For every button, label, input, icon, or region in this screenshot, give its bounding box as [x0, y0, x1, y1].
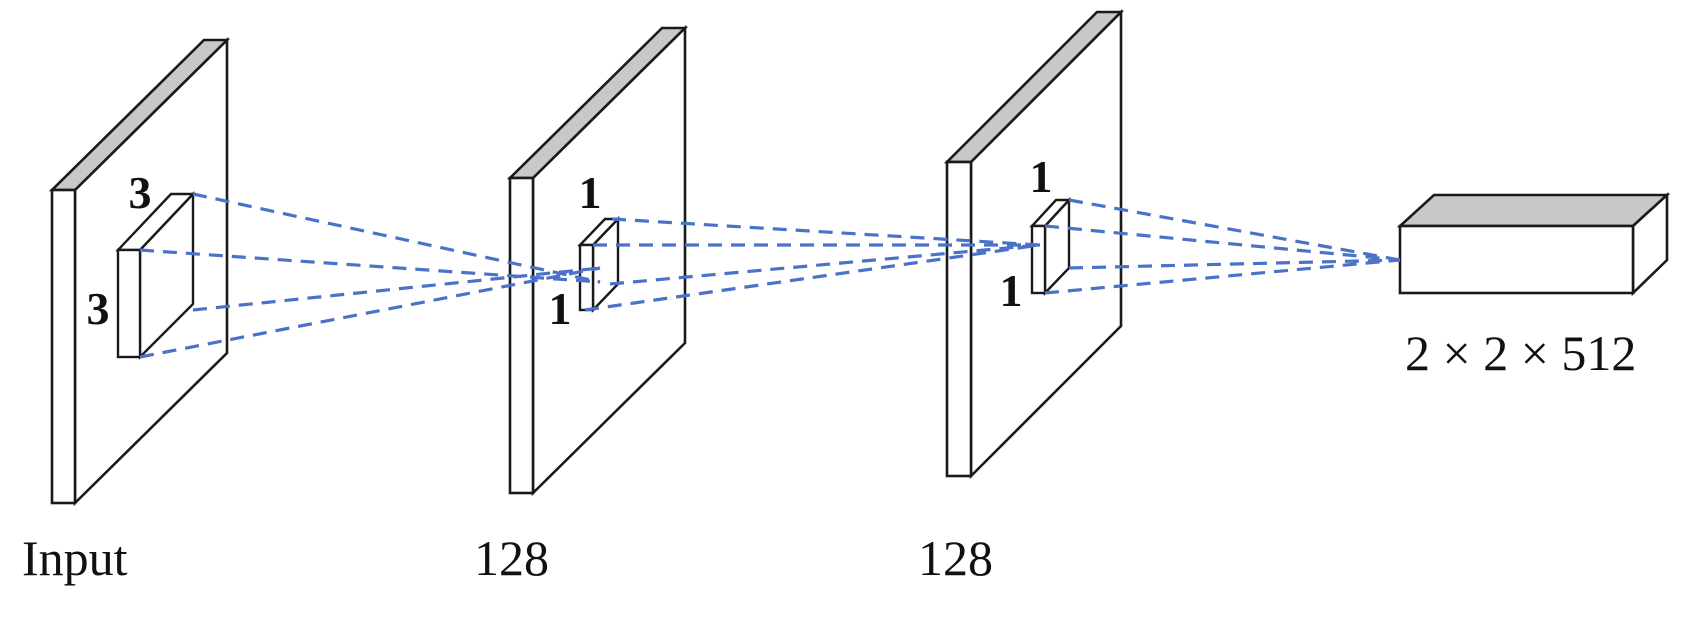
projection-lines-conv-2-to-output: [1044, 198, 1401, 295]
projection-line: [139, 248, 601, 284]
conv-2-kernel-side-label: 1: [1000, 265, 1023, 316]
projection-line: [611, 217, 1041, 247]
projection-line: [192, 192, 601, 284]
conv-1-kernel-side-label: 1: [549, 283, 572, 334]
input-plate-front: [50, 188, 77, 505]
input-layer-caption: Input: [22, 530, 128, 586]
projection-line: [1068, 258, 1401, 270]
input-kernel-top-label: 3: [129, 167, 152, 218]
projection-line: [584, 243, 1041, 312]
conv-2-plate-front: [945, 160, 973, 478]
conv-2-layer-caption: 128: [918, 530, 993, 586]
input-kernel-side-label: 3: [87, 283, 110, 334]
conv-1-kernel-top-label: 1: [579, 167, 602, 218]
output-block: [1396, 192, 1671, 297]
projection-line: [1044, 224, 1401, 262]
projection-lines-input-to-conv-1: [139, 192, 601, 359]
conv-2-kernel-1x1: [1029, 196, 1072, 296]
input-kernel-3x3: [115, 190, 196, 360]
projection-line: [609, 243, 1041, 286]
output-layer-caption: 2 × 2 × 512: [1405, 325, 1636, 381]
projection-lines-conv-1-to-conv-2: [584, 217, 1041, 312]
output-block-front: [1398, 224, 1635, 295]
conv-1-layer-caption: 128: [474, 530, 549, 586]
output-block-top: [1396, 193, 1671, 228]
projection-line: [1044, 258, 1401, 295]
projection-line: [1068, 198, 1401, 262]
conv-1-plate-front: [508, 176, 535, 495]
conv-2-kernel-top-label: 1: [1030, 151, 1053, 202]
projection-line: [139, 266, 601, 359]
